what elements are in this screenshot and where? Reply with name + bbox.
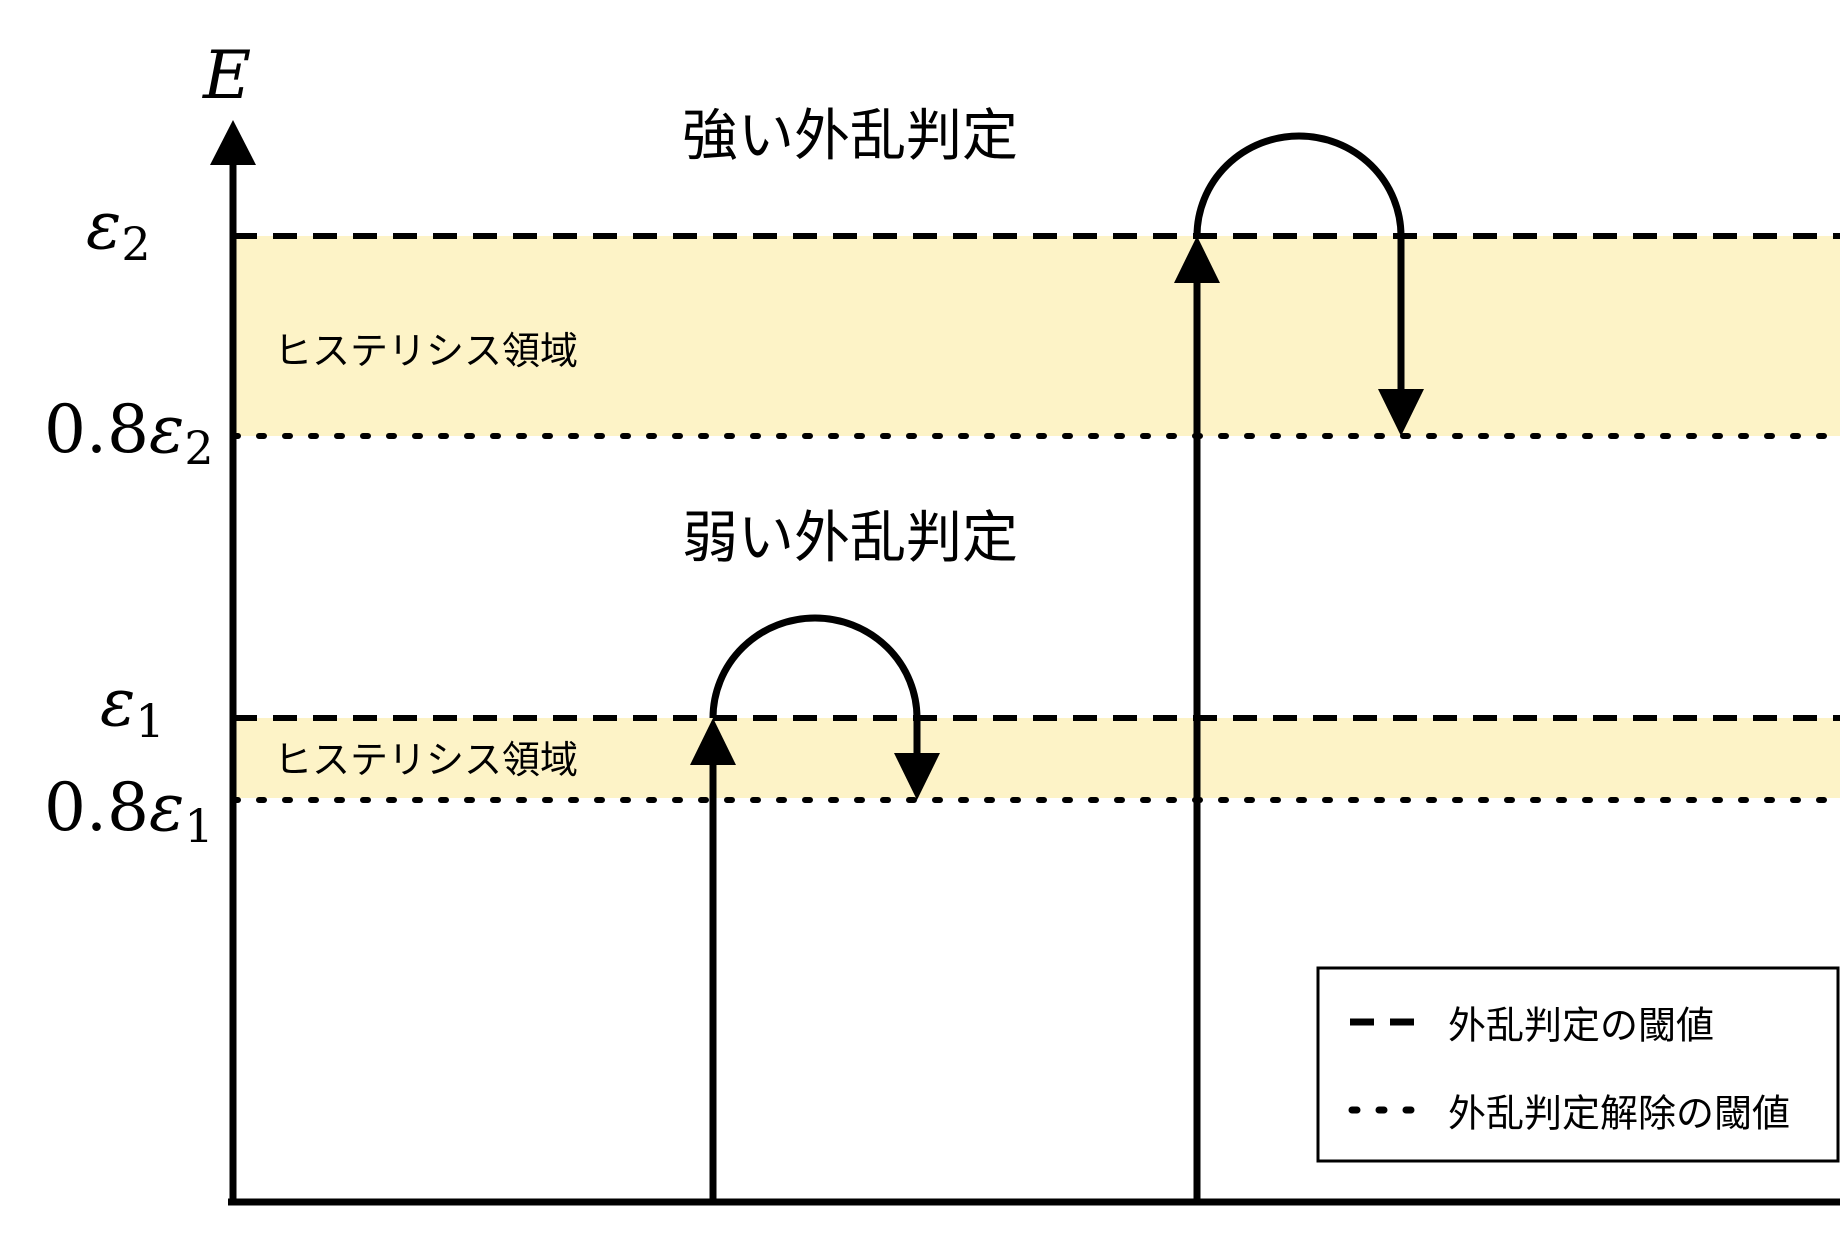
label-eps1-release: 0.8ε1 [44,769,214,853]
weak-fall-arrowhead [894,753,940,800]
label-eps2-release: 0.8ε2 [44,391,214,475]
weak-disturbance-title: 弱い外乱判定 [682,506,1018,571]
legend: 外乱判定の閾値 外乱判定解除の閾値 [1316,966,1840,1163]
hysteresis-band-strong [233,236,1840,436]
hysteresis-label-strong: ヒステリシス領域 [274,329,578,373]
legend-box [1316,966,1840,1163]
weak-rise-arrowhead [690,718,736,765]
strong-loop-arc [1193,132,1405,405]
strong-disturbance-title: 強い外乱判定 [682,104,1018,169]
strong-rise-arrowhead [1174,236,1220,283]
legend-dashed-label: 外乱判定の閾値 [1448,1004,1714,1048]
label-eps1: ε1 [100,664,165,748]
y-axis-arrowhead [210,120,256,165]
hysteresis-band-weak [233,718,1840,798]
strong-fall-arrowhead [1378,389,1424,436]
hysteresis-label-weak: ヒステリシス領域 [274,738,578,782]
y-axis-label: E [202,37,251,114]
legend-dotted-label: 外乱判定解除の閾値 [1448,1092,1790,1136]
label-eps2: ε2 [86,187,151,271]
weak-loop-arc [709,614,921,770]
